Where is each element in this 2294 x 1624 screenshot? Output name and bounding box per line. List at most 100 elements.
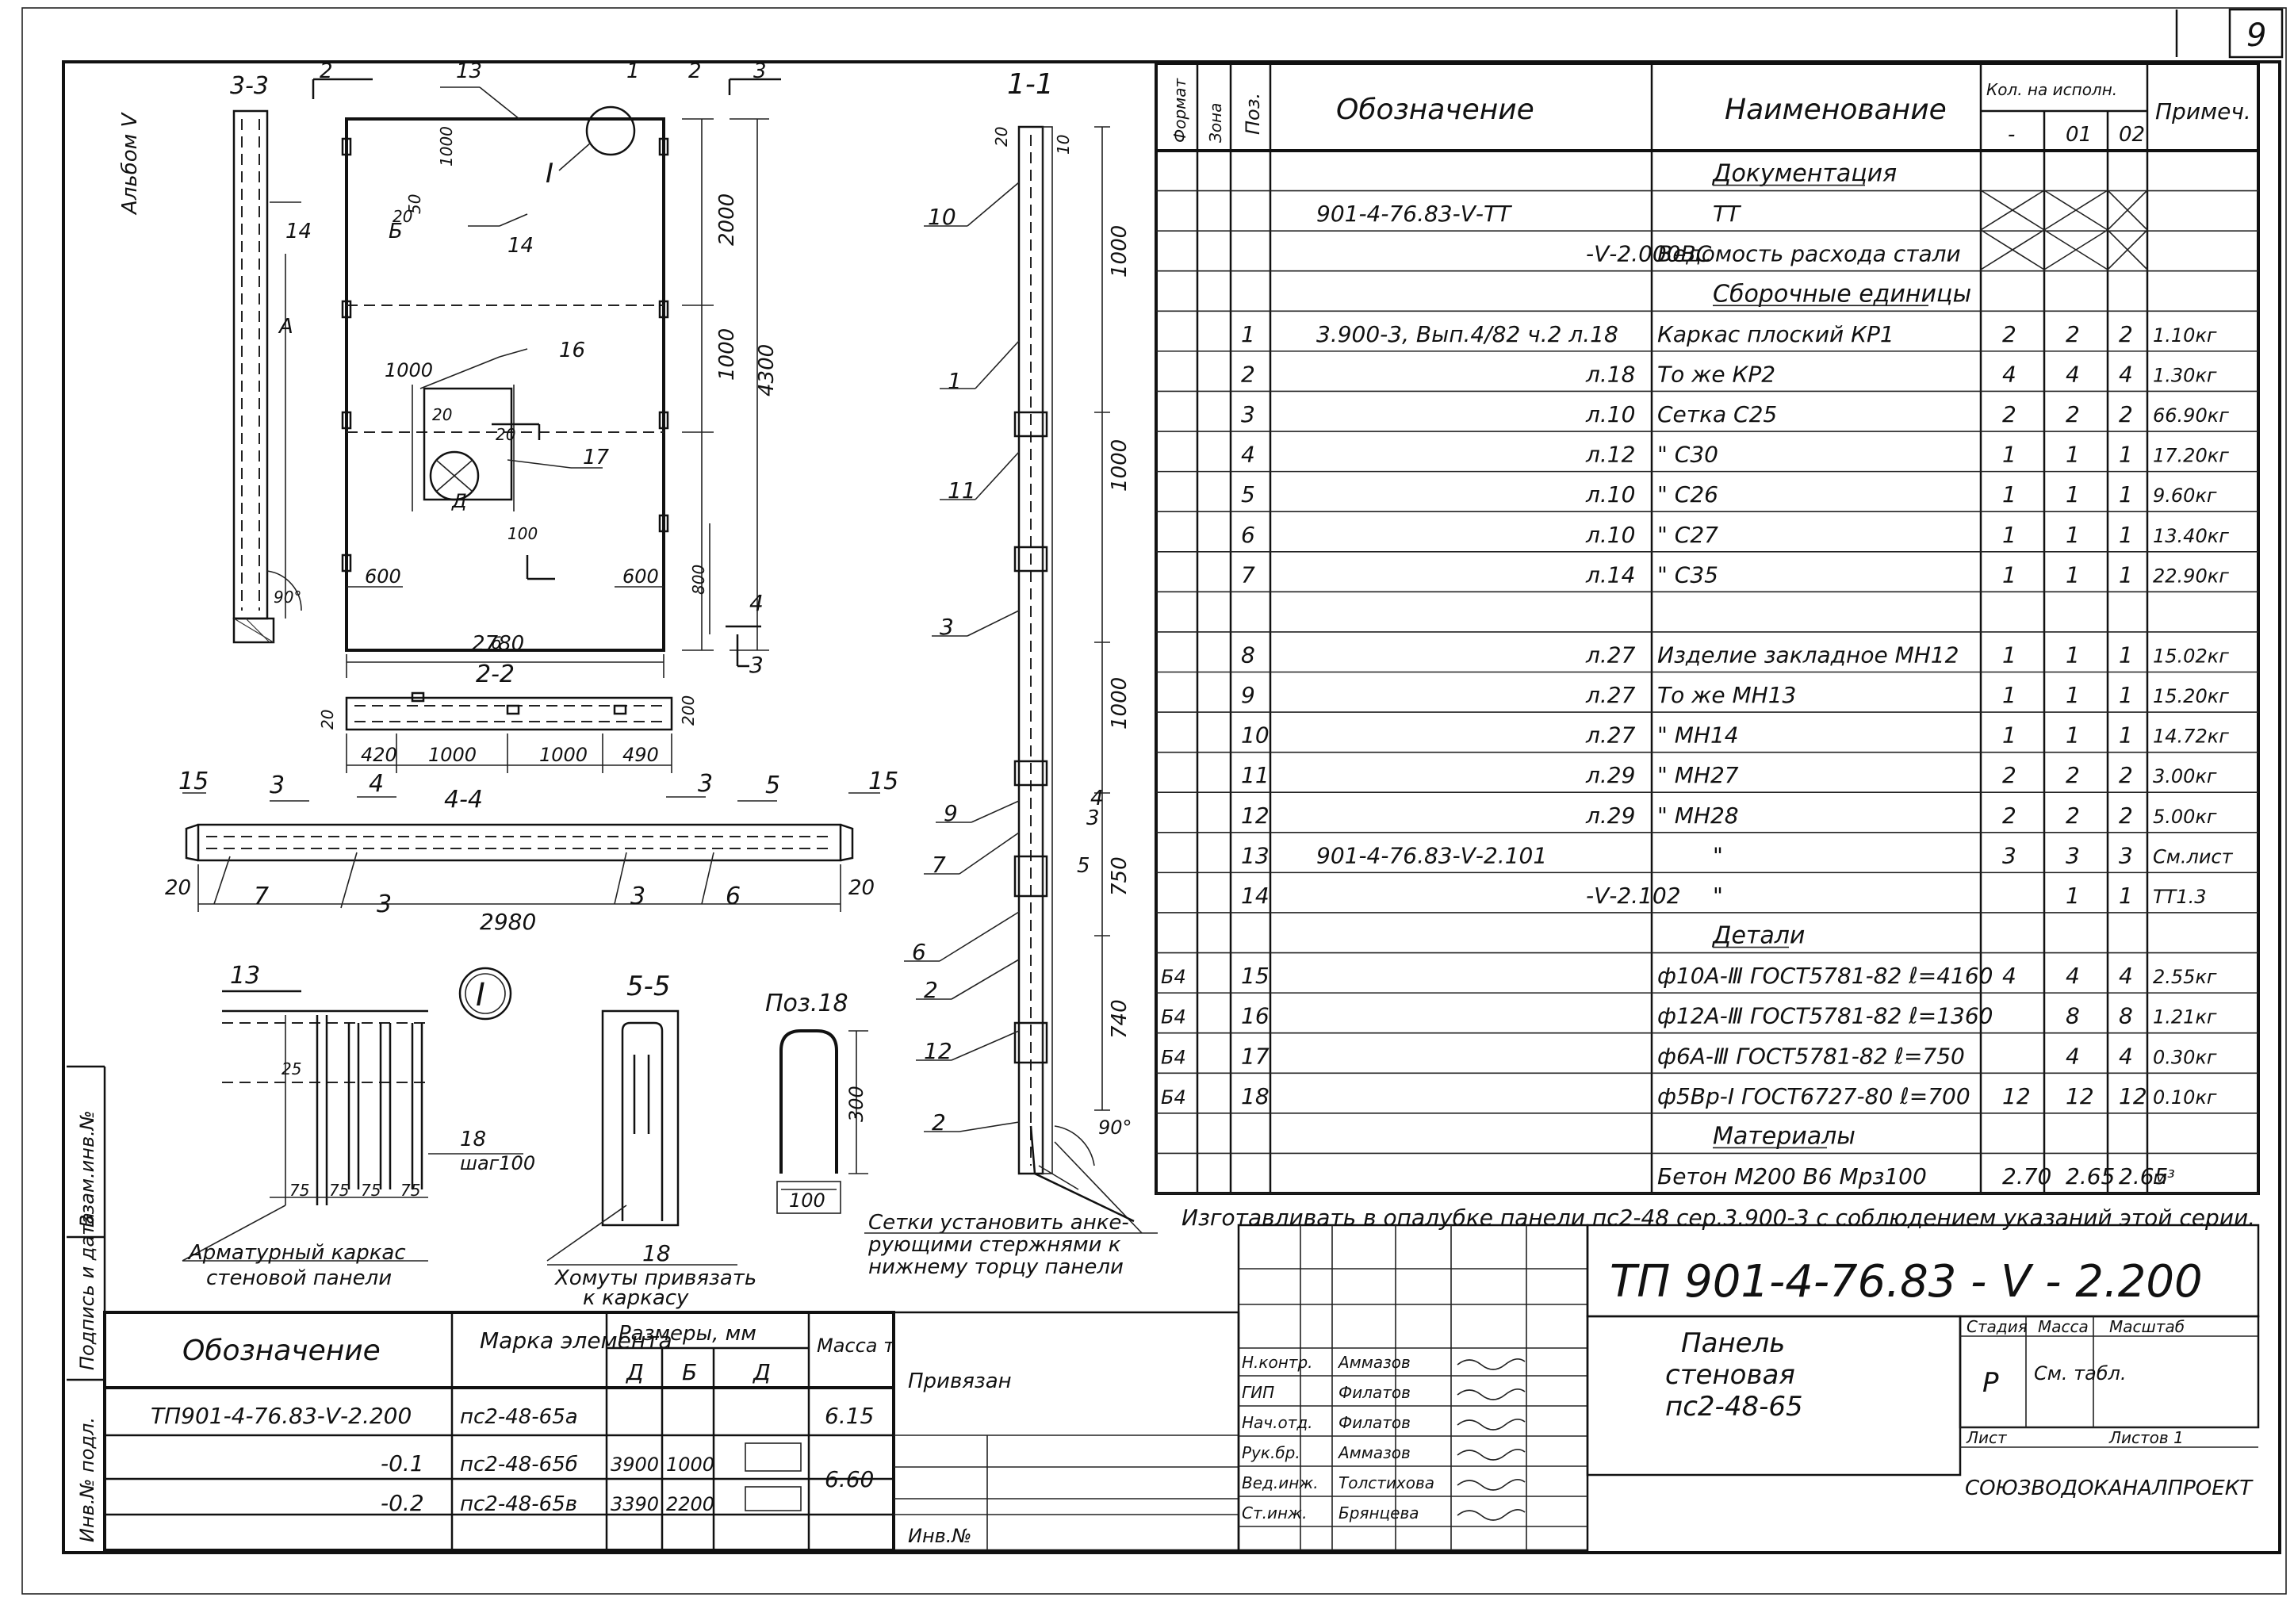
spec-cell-pos: 4 bbox=[1241, 442, 1255, 468]
strip-replace-inv: Взам.инв.№ bbox=[76, 1110, 98, 1228]
svg-text:б: б bbox=[492, 634, 501, 653]
spec-cell-note: 9.60кг bbox=[2153, 485, 2217, 507]
spec-cell-note: 5.00кг bbox=[2153, 806, 2217, 828]
svg-text:740: 740 bbox=[1108, 999, 1132, 1039]
svg-text:4300: 4300 bbox=[755, 344, 779, 396]
el-hdr-d: Д bbox=[625, 1359, 644, 1385]
staff-signature bbox=[1457, 1449, 1526, 1461]
svg-text:3: 3 bbox=[940, 614, 954, 640]
spec-cell-pos: 8 bbox=[1241, 642, 1255, 668]
spec-cell-qty2: 1 bbox=[2119, 642, 2133, 668]
spec-cell-designation: л.27 bbox=[1585, 642, 1636, 668]
staff-signature bbox=[1457, 1419, 1526, 1431]
object-title-l3: пс2-48-65 bbox=[1665, 1391, 1803, 1423]
svg-text:Б: Б bbox=[389, 220, 403, 243]
spec-cell-qty0: 2 bbox=[2002, 401, 2016, 427]
svg-text:2: 2 bbox=[924, 977, 938, 1003]
mass-label: Масса bbox=[2038, 1317, 2089, 1336]
spec-cell-name: Сетка С25 bbox=[1657, 401, 1777, 427]
svg-text:6: 6 bbox=[912, 939, 926, 965]
spec-cell-note: 3.00кг bbox=[2153, 765, 2217, 787]
svg-text:2: 2 bbox=[932, 1109, 946, 1136]
spec-cell-name: ф5Вр-Ⅰ ГОСТ6727-80 ℓ=700 bbox=[1657, 1083, 1970, 1109]
el-hdr-dd: Д bbox=[752, 1359, 771, 1385]
spec-cell-qty1: 2 bbox=[2066, 762, 2080, 788]
spec-cell-qty2: 1 bbox=[2119, 442, 2133, 468]
svg-text:800: 800 bbox=[689, 565, 708, 595]
caption-mesh-l3: нижнему торцу панели bbox=[868, 1255, 1124, 1279]
spec-cell-qty0: 2 bbox=[2002, 802, 2016, 829]
spec-cell-qty1: 1 bbox=[2066, 481, 2080, 508]
caption-clamps-num: 18 bbox=[642, 1240, 671, 1266]
spec-cell-qty1: 4 bbox=[2066, 963, 2080, 989]
spec-cell-pos: 16 bbox=[1241, 1003, 1270, 1029]
node-I: Ⅰ 13 25 75 75 75 75 18 шаг100 Арматурный… bbox=[182, 962, 535, 1290]
svg-text:7: 7 bbox=[254, 883, 269, 910]
hdr-pos: Поз. bbox=[1242, 93, 1264, 135]
staff-signature bbox=[1457, 1479, 1526, 1491]
spec-cell-name: Бетон М200 В6 Мрз100 bbox=[1657, 1163, 1927, 1189]
staff-name: Брянцева bbox=[1338, 1503, 1419, 1522]
spec-cell-qty2: 1 bbox=[2119, 561, 2133, 588]
svg-text:600: 600 bbox=[622, 565, 659, 588]
spec-cell-qty2: 12 bbox=[2119, 1083, 2147, 1109]
svg-text:90°: 90° bbox=[274, 588, 301, 607]
spec-cell-pos: 18 bbox=[1241, 1083, 1270, 1109]
hdr-format: Формат bbox=[1170, 78, 1189, 143]
caption-clamps-l1: Хомуты привязать bbox=[553, 1266, 756, 1290]
svg-text:15: 15 bbox=[178, 768, 209, 795]
svg-text:3: 3 bbox=[377, 891, 392, 918]
svg-text:20: 20 bbox=[318, 710, 337, 730]
sec-2-2-label: 2-2 bbox=[476, 661, 515, 688]
spec-cell-note: 14.72кг bbox=[2153, 726, 2229, 748]
mass-value: См. табл. bbox=[2034, 1362, 2127, 1385]
svg-text:7: 7 bbox=[932, 852, 946, 878]
inv-no: Инв.№ bbox=[908, 1525, 971, 1547]
section-5-5: 5-5 18 Хомуты привязать к каркасу bbox=[546, 971, 756, 1310]
spec-cell-qty0: 1 bbox=[2002, 561, 2016, 588]
spec-cell-qty2: 1 bbox=[2119, 883, 2133, 909]
spec-cell-note: м³ bbox=[2153, 1166, 2175, 1189]
svg-text:16: 16 bbox=[559, 339, 585, 362]
spec-cell-note: 13.40кг bbox=[2153, 525, 2229, 547]
spec-cell-qty2: 4 bbox=[2119, 963, 2133, 989]
spec-cell-note: 1.21кг bbox=[2153, 1006, 2217, 1028]
spec-cell-name: Каркас плоский КР1 bbox=[1657, 321, 1894, 347]
spec-cell-qty1: 8 bbox=[2066, 1003, 2080, 1029]
staff-role: Н.контр. bbox=[1242, 1353, 1313, 1372]
spec-cell-qty2: 2.65 bbox=[2119, 1163, 2168, 1189]
privyazan: Привязан bbox=[908, 1369, 1012, 1393]
spec-cell-designation: л.10 bbox=[1585, 522, 1635, 548]
section-1-1: 1-1 90° 20 10 10 1000 1 1000 11 3 bbox=[904, 68, 1135, 1223]
svg-text:4: 4 bbox=[1090, 787, 1104, 810]
spec-cell-qty1: 1 bbox=[2066, 682, 2080, 708]
spec-cell-pos: 3 bbox=[1241, 401, 1255, 427]
el-hdr-mass: Масса т bbox=[817, 1335, 895, 1357]
el-cell-d: 3390 bbox=[611, 1493, 659, 1515]
spec-cell-pos: 15 bbox=[1241, 963, 1270, 989]
sheets-label: Листов 1 bbox=[2108, 1428, 2184, 1447]
strip-inv-orig: Инв.№ подл. bbox=[76, 1417, 98, 1542]
el-cell-mark: пс2-48-65а bbox=[460, 1405, 578, 1429]
org-name: СОЮЗВОДОКАНАЛПРОЕКТ bbox=[1965, 1477, 2254, 1500]
svg-text:17: 17 bbox=[583, 446, 610, 469]
svg-text:1000: 1000 bbox=[437, 126, 456, 167]
spec-cell-name: ф6А-Ⅲ ГОСТ5781-82 ℓ=750 bbox=[1657, 1043, 1965, 1069]
stage-value: Р bbox=[1982, 1367, 1999, 1399]
svg-text:6: 6 bbox=[726, 883, 741, 910]
spec-cell-qty2: 1 bbox=[2119, 481, 2133, 508]
spec-cell-pos: 10 bbox=[1241, 722, 1270, 749]
spec-cell-pos: 17 bbox=[1241, 1043, 1270, 1069]
svg-text:20: 20 bbox=[496, 425, 515, 444]
staff-role: Вед.инж. bbox=[1242, 1473, 1319, 1492]
el-cell-b: 2200 bbox=[666, 1493, 714, 1515]
left-stamp-strip: Взам.инв.№ Подпись и дата Инв.№ подл. Ал… bbox=[67, 111, 142, 1550]
spec-cell-qty0: 1 bbox=[2002, 642, 2016, 668]
hdr-zone: Зона bbox=[1206, 103, 1225, 143]
spec-cell-designation: л.27 bbox=[1585, 722, 1636, 749]
svg-text:А: А bbox=[278, 315, 293, 339]
spec-cell-pos: 11 bbox=[1241, 762, 1270, 788]
spec-cell-note: ТТ1.3 bbox=[2153, 886, 2207, 908]
svg-text:100: 100 bbox=[789, 1189, 825, 1212]
spec-cell-qty0: 4 bbox=[2002, 361, 2016, 387]
